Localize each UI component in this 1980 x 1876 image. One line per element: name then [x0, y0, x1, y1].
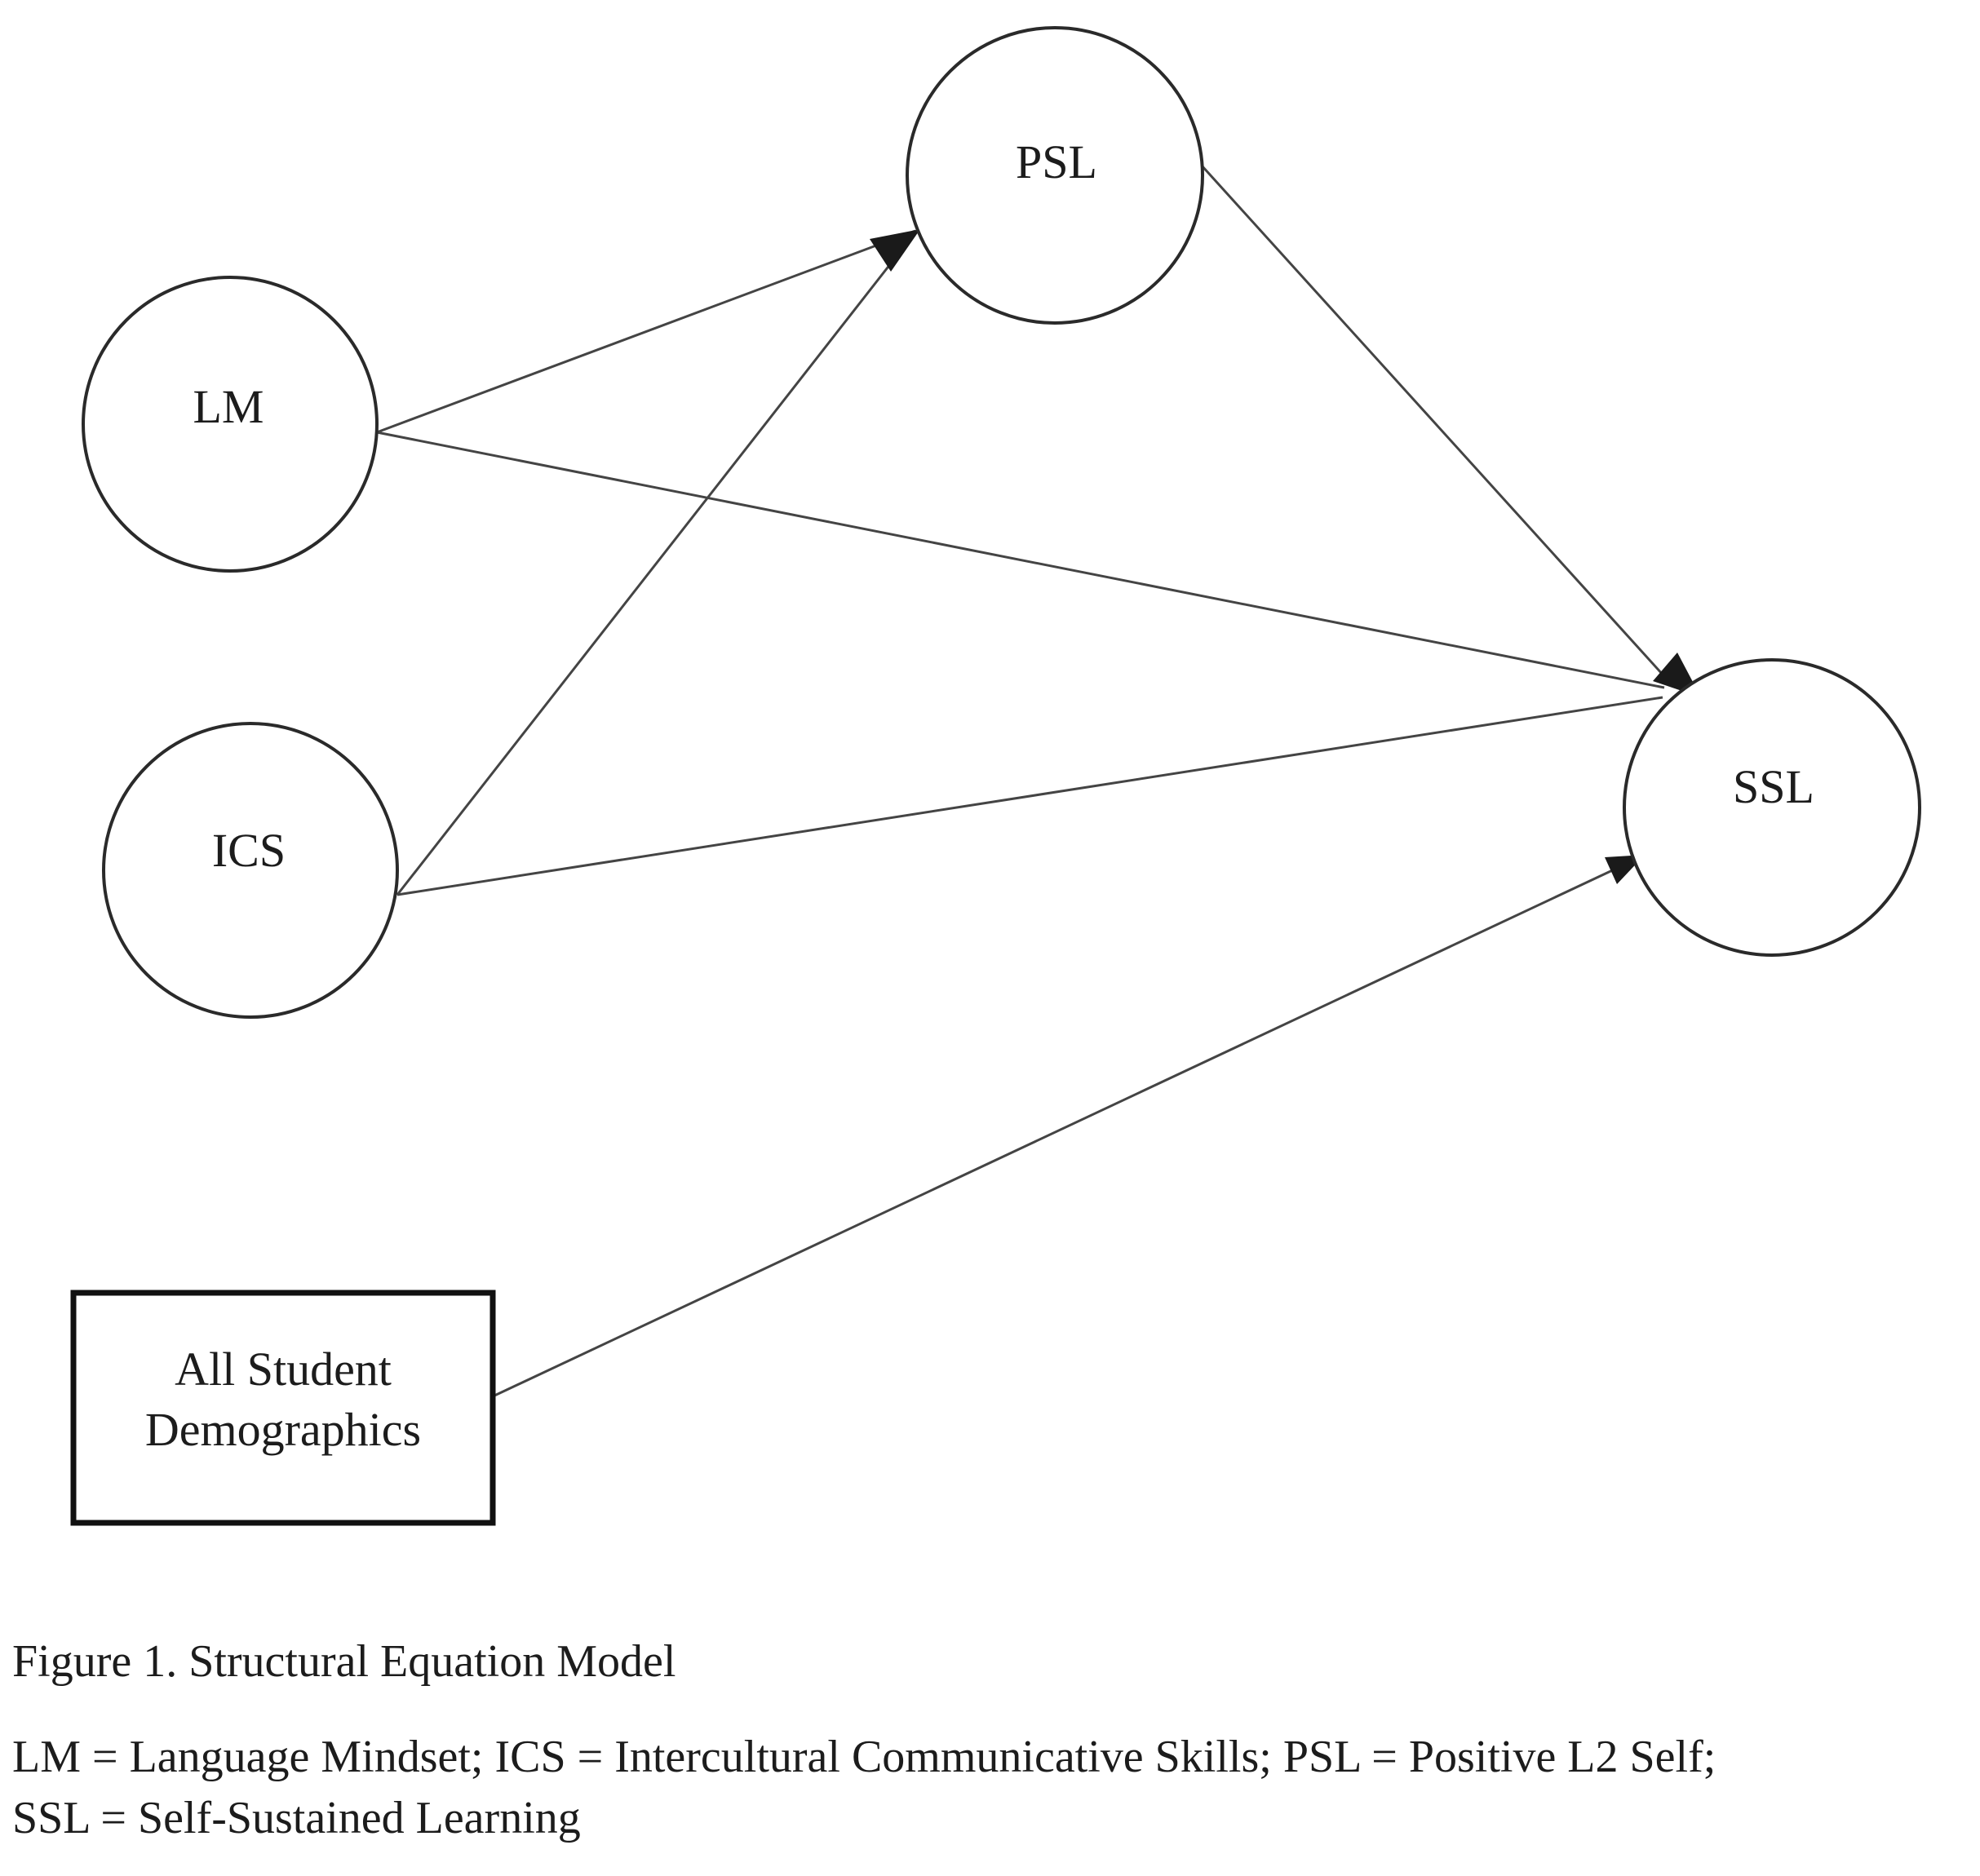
ics-circle	[102, 722, 399, 1019]
ics-label: ICS	[212, 824, 286, 877]
edge-lm-to-psl	[376, 229, 916, 434]
node-psl: PSL	[906, 26, 1204, 325]
edge-group	[376, 164, 1672, 1398]
node-ics: ICS	[102, 722, 399, 1019]
edge-lm-to-ssl	[376, 431, 1665, 689]
edge-ics-to-ssl	[396, 696, 1663, 896]
node-demographics: All Student Demographics	[70, 1290, 496, 1526]
node-ssl: SSL	[1623, 658, 1921, 957]
legend-line-1: LM = Language Mindset; ICS = Intercultur…	[12, 1732, 1716, 1782]
figure-caption: Figure 1. Structural Equation Model	[12, 1636, 676, 1687]
legend-line-2: SSL = Self-Sustained Learning	[12, 1793, 581, 1843]
edge-demographics-to-ssl	[492, 859, 1634, 1398]
demographics-label-line2: Demographics	[145, 1403, 421, 1456]
lm-label: LM	[193, 380, 264, 433]
demographics-rect	[70, 1290, 496, 1526]
demographics-label-line1: All Student	[175, 1343, 392, 1396]
ssl-label: SSL	[1733, 760, 1814, 813]
lm-circle	[82, 276, 379, 573]
psl-circle	[906, 26, 1204, 325]
node-lm: LM	[82, 276, 379, 573]
arrowhead-into-psl	[870, 229, 920, 272]
edge-ics-to-psl	[396, 233, 915, 896]
psl-label: PSL	[1016, 135, 1097, 188]
edge-psl-to-ssl	[1200, 164, 1672, 685]
ssl-circle	[1623, 658, 1921, 957]
